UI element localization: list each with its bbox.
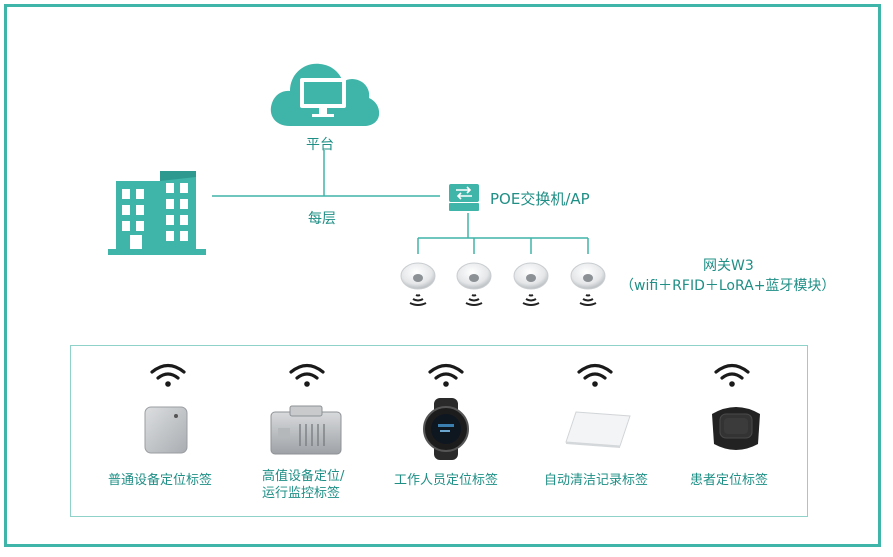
- building-icon: [108, 171, 206, 255]
- high-value-tag-device-icon: [270, 405, 342, 455]
- wifi-icon: [150, 363, 186, 389]
- wifi-icon: [428, 363, 464, 389]
- gateway-subtitle: （wifi＋RFID＋LoRA+蓝牙模块）: [620, 278, 836, 294]
- floor-label: 每层: [308, 211, 336, 227]
- switch-label: POE交换机/AP: [490, 190, 590, 208]
- device-label-line: 工作人员定位标签: [394, 473, 499, 488]
- cloud-monitor-icon: [270, 63, 380, 126]
- device-label-line: 普通设备定位标签: [108, 473, 213, 488]
- device-panel: [70, 345, 808, 517]
- device-label-line: 自动清洁记录标签: [544, 473, 649, 488]
- device-label-cleaning: 自动清洁记录标签: [544, 472, 648, 489]
- device-label-patient: 患者定位标签: [690, 472, 768, 489]
- device-label-line: 患者定位标签: [690, 473, 769, 488]
- gateway-title: 网关W3: [703, 258, 754, 274]
- standard-tag-device-icon: [144, 406, 188, 454]
- wifi-icon: [289, 363, 325, 389]
- device-label-staff: 工作人员定位标签: [394, 472, 498, 489]
- outer-frame: [4, 4, 881, 547]
- poe-switch-icon: [449, 184, 479, 211]
- device-label-line: 运行监控标签: [262, 486, 341, 501]
- wifi-icon: [577, 363, 613, 389]
- cleaning-tag-device-icon: [565, 411, 631, 448]
- device-label-line: 高值设备定位/: [262, 469, 345, 484]
- device-label-standard: 普通设备定位标签: [108, 472, 212, 489]
- patient-band-device-icon: [712, 407, 760, 450]
- staff-watch-device-icon: [423, 398, 469, 460]
- wifi-icon: [714, 363, 750, 389]
- platform-label: 平台: [306, 137, 334, 153]
- device-label-high-value: 高值设备定位/ 运行监控标签: [262, 468, 344, 502]
